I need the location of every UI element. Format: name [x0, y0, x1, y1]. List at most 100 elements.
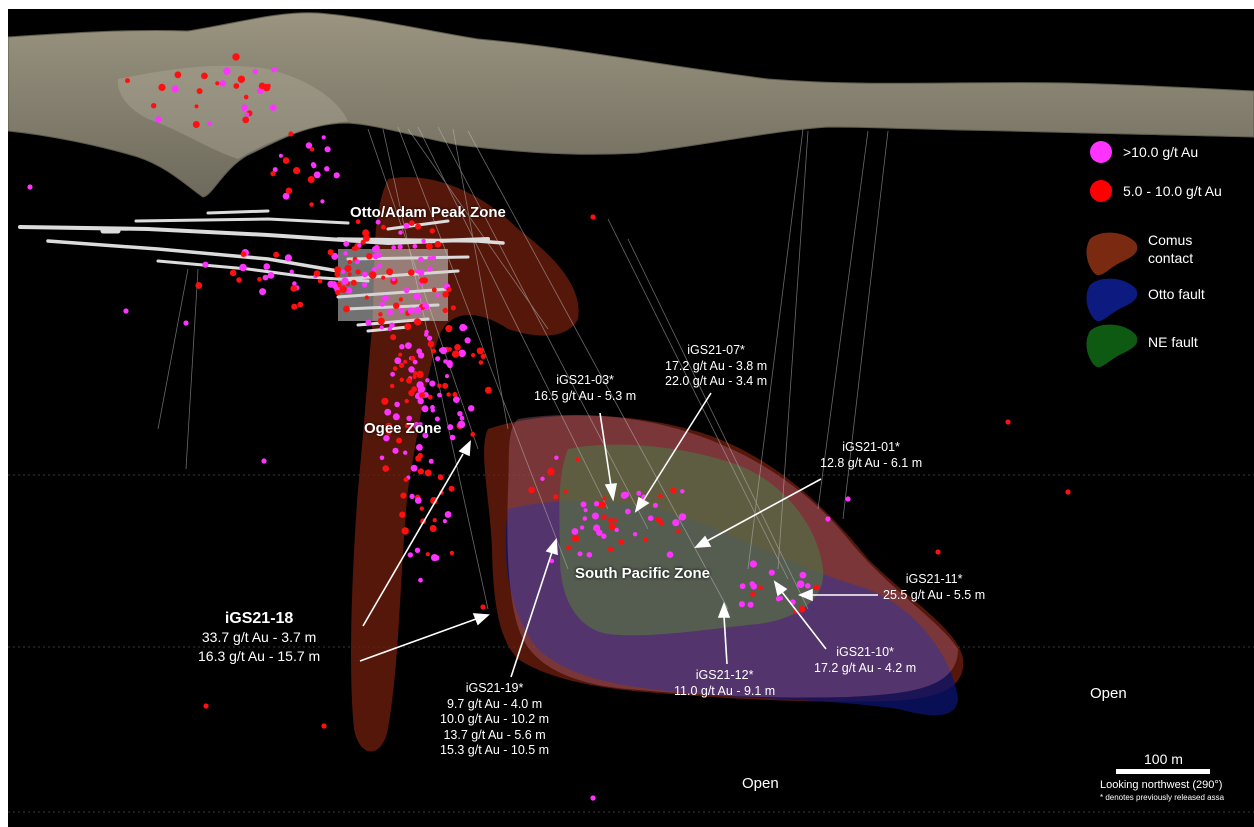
callout-interval: 17.2 g/t Au - 4.2 m [814, 660, 917, 675]
assay-dot [577, 551, 583, 557]
assay-dot [439, 347, 448, 355]
assay-dot [282, 157, 290, 164]
assay-dot [351, 246, 356, 251]
legend-blue-blob-icon [1086, 278, 1138, 322]
legend-symbols [1086, 141, 1138, 368]
assay-dot [339, 285, 347, 293]
assay-dot [416, 381, 424, 389]
assay-dot [309, 147, 315, 152]
assay-dot [554, 455, 559, 460]
legend-magenta-dot-icon [1090, 141, 1112, 163]
callout-interval: 25.5 g/t Au - 5.5 m [883, 587, 986, 602]
assay-dot [528, 486, 535, 494]
assay-dot [445, 325, 453, 333]
assay-dot [202, 261, 209, 268]
assay-dot [383, 435, 390, 442]
assay-dot [658, 520, 664, 526]
assay-dot [468, 405, 475, 412]
assay-dot [123, 308, 129, 314]
assay-intercepts [27, 53, 1071, 801]
assay-dot [425, 552, 430, 557]
assay-dot [422, 303, 427, 308]
assay-dot [393, 302, 400, 309]
assay-dot [321, 135, 326, 140]
assay-dot [403, 222, 410, 229]
assay-dot [293, 167, 301, 175]
assay-dot [775, 596, 782, 602]
assay-dot [408, 366, 415, 373]
assay-dot [480, 353, 486, 360]
assay-dot [437, 392, 442, 398]
zone-label-otto: Otto/Adam Peak Zone [350, 204, 506, 221]
assay-dot [450, 305, 456, 311]
assay-dot [459, 415, 465, 421]
assay-dot [430, 554, 439, 562]
assay-dot [413, 422, 420, 429]
assay-dot [343, 240, 350, 247]
assay-dot [424, 329, 429, 335]
assay-dot [666, 551, 674, 558]
assay-dot [399, 344, 405, 350]
assay-dot [614, 527, 619, 533]
assay-dot [261, 458, 267, 464]
assay-dot [391, 245, 396, 250]
callout-interval: 12.8 g/t Au - 6.1 m [820, 455, 923, 470]
assay-dot [464, 337, 471, 344]
assay-dot [183, 320, 189, 326]
assay-dot [398, 307, 404, 314]
assay-dot [347, 272, 352, 277]
assay-dot [485, 386, 492, 394]
open-label-bottom: Open [742, 775, 779, 792]
zone-label-ogee: Ogee Zone [364, 420, 442, 437]
assay-dot [414, 318, 422, 326]
assay-dot [413, 292, 421, 301]
assay-dot [845, 496, 851, 502]
assay-dot [410, 464, 418, 472]
assay-dot [355, 269, 361, 275]
callout-arrows [359, 392, 878, 678]
assay-dot [672, 519, 680, 527]
assay-dot [448, 485, 455, 492]
assay-dot [424, 469, 432, 477]
assay-dot [390, 334, 397, 341]
assay-dot [643, 537, 649, 543]
assay-dot [457, 420, 466, 429]
assay-dot [385, 422, 393, 430]
assay-dot [307, 176, 315, 183]
assay-dot [324, 146, 331, 153]
assay-dot [432, 518, 437, 523]
assay-dot [390, 371, 395, 377]
callout-igs21-18: iGS21-18 33.7 g/t Au - 3.7 m 16.3 g/t Au… [198, 609, 320, 666]
assay-dot [262, 274, 269, 281]
assay-dot [233, 83, 240, 89]
assay-dot [243, 94, 249, 100]
assay-dot [401, 527, 409, 535]
assay-dot [418, 577, 423, 583]
assay-dot [1005, 419, 1011, 425]
assay-dot [242, 116, 250, 124]
assay-dot [270, 171, 276, 177]
assay-dot [219, 80, 226, 87]
assay-dot [596, 529, 603, 536]
assay-dot [446, 392, 451, 397]
assay-dot [155, 116, 162, 123]
assay-dot [680, 489, 685, 494]
assay-dot [410, 355, 416, 361]
callout-interval: 33.7 g/t Au - 3.7 m [201, 629, 317, 645]
legend-item-high-grade: >10.0 g/t Au [1113, 143, 1198, 161]
assay-dot [372, 253, 377, 259]
assay-dot [658, 494, 663, 499]
callout-title: iGS21-12* [695, 668, 754, 682]
assay-dot [345, 287, 353, 294]
assay-dot [434, 416, 440, 422]
assay-dot [194, 104, 199, 109]
assay-dot [365, 319, 372, 326]
assay-dot [458, 349, 467, 358]
assay-dot [344, 264, 352, 272]
assay-dot [412, 371, 418, 376]
assay-dot [805, 583, 811, 589]
assay-dot [267, 272, 275, 279]
assay-dot [553, 494, 559, 500]
assay-dot [333, 172, 340, 179]
callout-igs21-12: iGS21-12* 11.0 g/t Au - 9.1 m [674, 668, 775, 699]
